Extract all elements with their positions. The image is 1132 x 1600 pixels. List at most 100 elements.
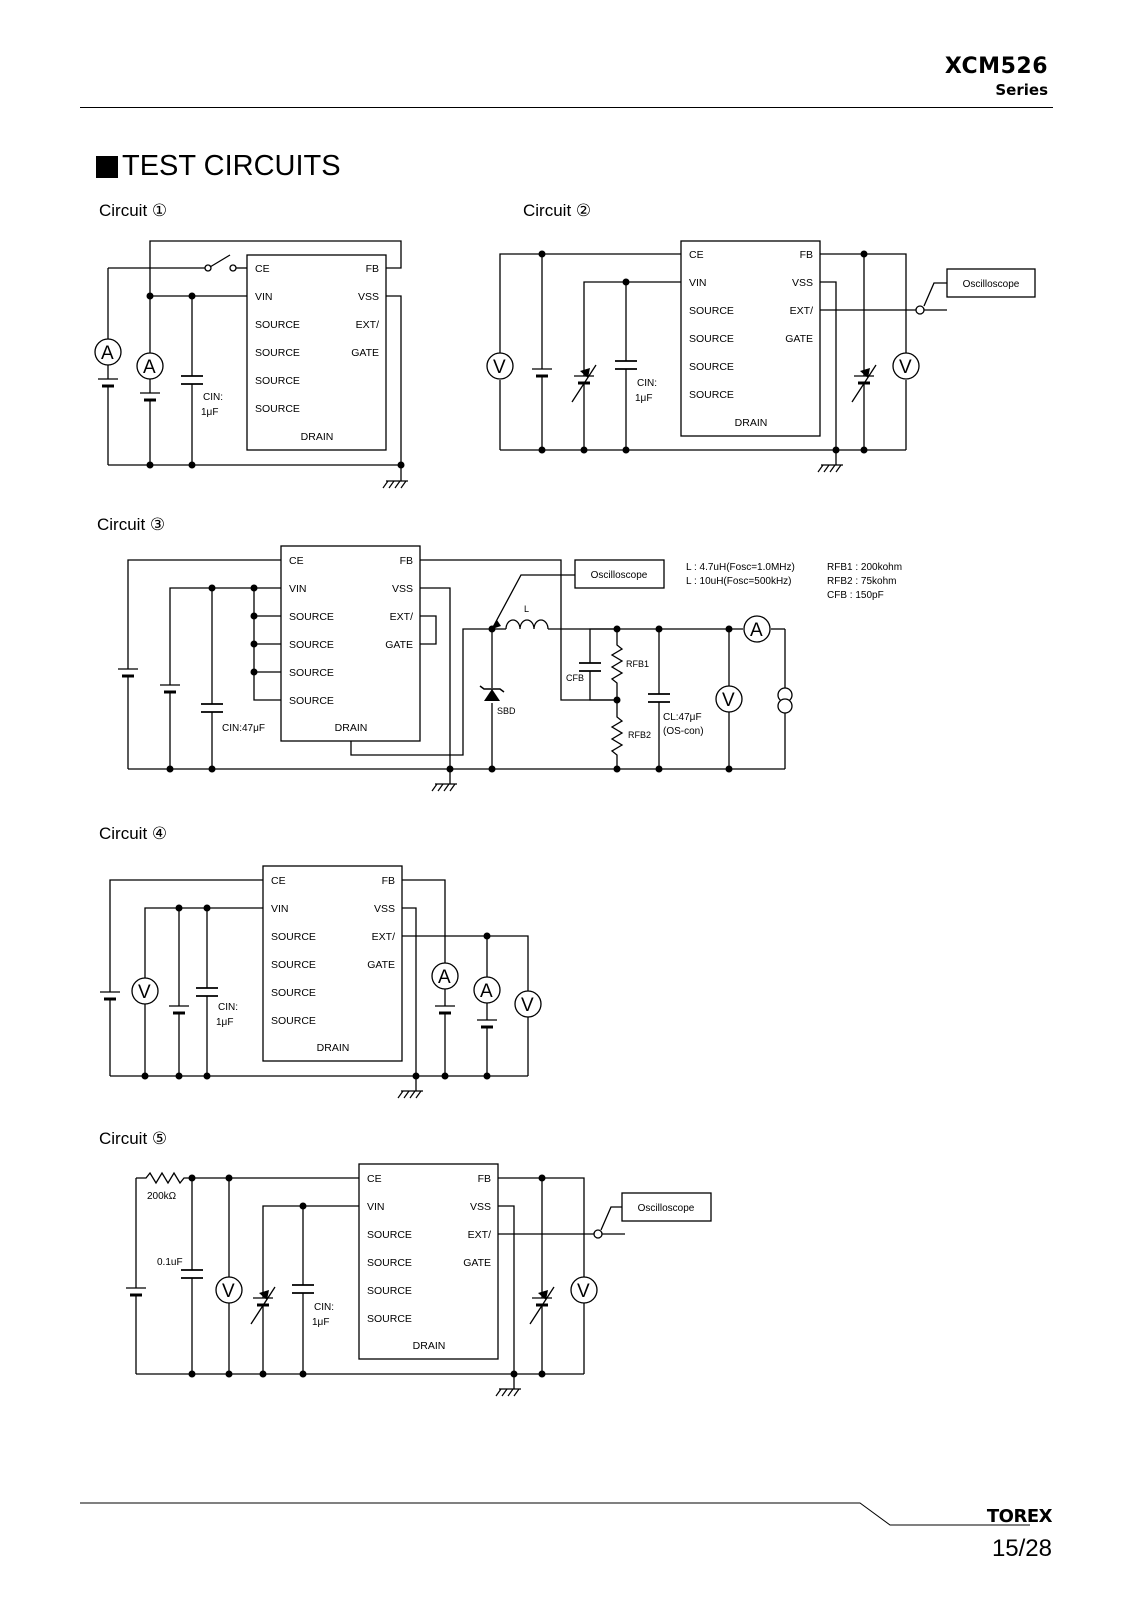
schematic-label: SOURCE — [689, 361, 734, 373]
schematic-label: GATE — [385, 639, 413, 651]
schematic-label: V — [222, 1281, 235, 1302]
schematic-label: SOURCE — [271, 1015, 316, 1027]
schematic-label: SOURCE — [367, 1229, 412, 1241]
circuit-1-label: Circuit ① — [99, 201, 168, 220]
schematic-label: VSS — [374, 903, 395, 915]
circuit-3-pins: CE VIN SOURCE SOURCE SOURCE SOURCE FB VS… — [289, 555, 413, 734]
cl-label: CL:47μF — [663, 712, 702, 723]
cin-47uf-label: CIN:47μF — [222, 723, 265, 734]
schematic-label: V — [722, 690, 735, 711]
ic-box — [262, 865, 403, 1062]
ammeter-icon — [94, 338, 122, 366]
oscilloscope-box — [946, 268, 1036, 298]
schematic-label: DRAIN — [317, 1042, 350, 1054]
schematic-label: DRAIN — [301, 431, 334, 443]
voltmeter-icon — [715, 685, 743, 713]
cin-label: CIN: — [203, 392, 223, 403]
schematic-label: CIN: — [637, 378, 657, 389]
schematic-label: CE — [289, 555, 304, 567]
schematic-label: SOURCE — [271, 931, 316, 943]
schematic-label: SOURCE — [255, 319, 300, 331]
voltmeter-icon — [131, 977, 159, 1005]
ammeter-icon — [431, 962, 459, 990]
schematic-label: SOURCE — [689, 305, 734, 317]
schematic-label: L : 10uH(Fosc=500kHz) — [686, 576, 792, 587]
schematic-label: EXT/ — [468, 1229, 491, 1241]
voltmeter-icon — [570, 1276, 598, 1304]
circuit-1 — [98, 240, 402, 466]
circuit-2-pins: CE VIN SOURCE SOURCE SOURCE SOURCE FB VS… — [689, 249, 813, 429]
ic-box — [680, 240, 821, 437]
circuit-3-notes: L : 4.7uH(Fosc=1.0MHz) L : 10uH(Fosc=500… — [686, 562, 902, 601]
schematic-label: SOURCE — [689, 333, 734, 345]
schematic-label: VSS — [358, 291, 379, 303]
voltmeter-label: V — [899, 357, 912, 378]
circuit-5 — [126, 1163, 712, 1389]
ic-box — [246, 254, 387, 451]
schematic-label: RFB2 : 75kohm — [827, 576, 896, 587]
schematic-label: SOURCE — [271, 959, 316, 971]
schematic-label: VIN — [255, 291, 273, 303]
schematic-label: CE — [255, 263, 270, 275]
capacitor-01uf-label: 0.1uF — [157, 1257, 183, 1268]
schematic-label: CE — [271, 875, 286, 887]
sbd-label: SBD — [497, 706, 516, 716]
square-bullet-icon — [96, 155, 118, 178]
schottky-diode-icon — [484, 689, 500, 701]
schematic-label: FB — [478, 1173, 491, 1185]
schematic-label: Oscilloscope — [591, 570, 648, 581]
cin-value: 1μF — [201, 407, 218, 418]
schematic-label: VSS — [470, 1201, 491, 1213]
schematic-label: L : 4.7uH(Fosc=1.0MHz) — [686, 562, 795, 573]
circuit-4-pins: CE VIN SOURCE SOURCE SOURCE SOURCE FB VS… — [271, 875, 395, 1054]
schematic-label: SOURCE — [255, 375, 300, 387]
torex-logo: TOREX — [986, 1506, 1053, 1527]
schematic-label: SOURCE — [289, 611, 334, 623]
schematic-label: VIN — [289, 583, 307, 595]
schematic-label: CIN: — [314, 1302, 334, 1313]
schematic-label: V — [138, 982, 151, 1003]
schematic-label: SOURCE — [271, 987, 316, 999]
schematic-label: V — [577, 1281, 590, 1302]
schematic-label: RFB1 : 200kohm — [827, 562, 902, 573]
schematic-label: A — [480, 981, 493, 1002]
schematic-label: A — [438, 967, 451, 988]
schematic-label: A — [750, 620, 763, 641]
ammeter-icon — [743, 615, 771, 643]
schematic-label: CFB : 150pF — [827, 590, 884, 601]
circuit-5-label: Circuit ⑤ — [99, 1129, 168, 1148]
rfb2-label: RFB2 — [628, 730, 651, 740]
schematic-label: VSS — [792, 277, 813, 289]
schematic-label: GATE — [785, 333, 813, 345]
ammeter-label: A — [143, 357, 156, 378]
schematic-label: EXT/ — [390, 611, 413, 623]
schematic-label: EXT/ — [372, 931, 395, 943]
schematic-label: SOURCE — [255, 403, 300, 415]
voltmeter-icon — [486, 352, 514, 380]
cl-type: (OS-con) — [663, 726, 704, 737]
schematic-label: 1μF — [312, 1317, 329, 1328]
schematic-label: Oscilloscope — [638, 1203, 695, 1214]
cfb-label: CFB — [566, 673, 584, 683]
oscilloscope-label: Oscilloscope — [963, 279, 1020, 290]
circuit-5-pins: CE VIN SOURCE SOURCE SOURCE SOURCE FB VS… — [367, 1173, 491, 1352]
schematic-label: SOURCE — [367, 1313, 412, 1325]
circuit-2-label: Circuit ② — [523, 201, 592, 220]
circuit-4 — [100, 865, 529, 1091]
schematic-label: VIN — [689, 277, 707, 289]
schematic-label: GATE — [351, 347, 379, 359]
inductor-label: L — [524, 604, 529, 614]
schematic-label: DRAIN — [735, 417, 768, 429]
circuit-3 — [118, 545, 786, 784]
schematic-label: SOURCE — [289, 667, 334, 679]
resistor-200k-label: 200kΩ — [147, 1191, 177, 1202]
page-number: 15/28 — [991, 1535, 1052, 1562]
ic-box — [358, 1163, 499, 1360]
schematic-label: VIN — [271, 903, 289, 915]
schematic-label: FB — [382, 875, 395, 887]
oscilloscope-box — [621, 1192, 712, 1222]
schematic-label: DRAIN — [413, 1340, 446, 1352]
ammeter-icon — [136, 352, 164, 380]
circuit-2 — [499, 240, 1036, 465]
voltmeter-icon — [514, 990, 542, 1018]
